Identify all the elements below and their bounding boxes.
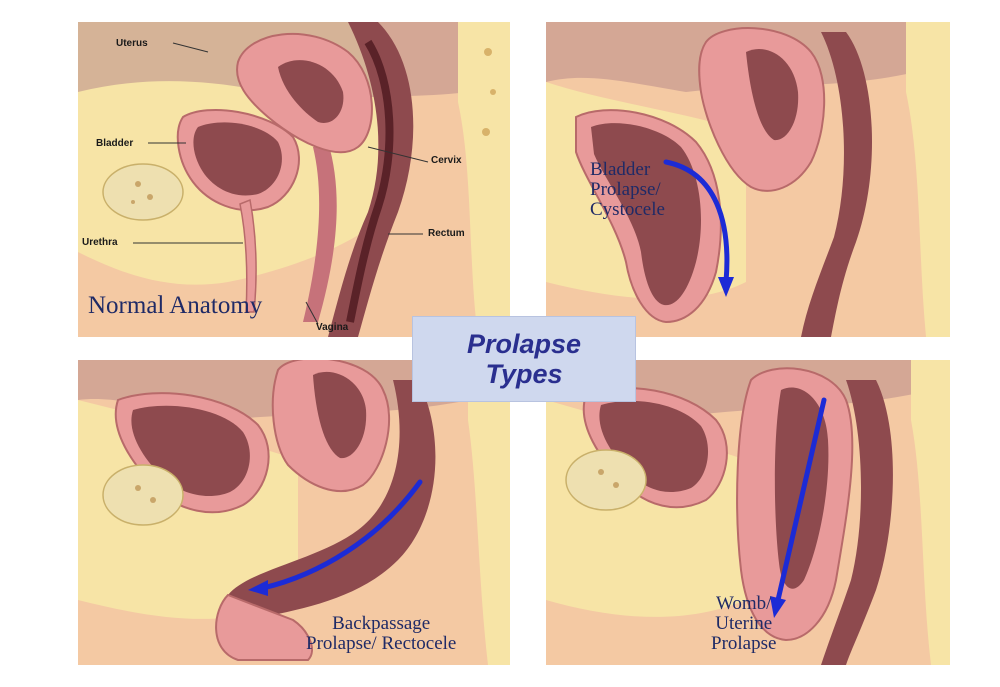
bladder-prolapse-caption-line-3: Cystocele [590,199,665,220]
womb-prolapse-caption-line-3: Prolapse [711,633,777,654]
backpassage-prolapse-caption: Backpassage Prolapse/ Rectocele [306,614,456,654]
normal-anatomy-caption: Normal Anatomy [88,292,263,319]
bladder-prolapse-illustration [546,22,950,337]
title-line-2: Types [485,359,563,389]
backpassage-prolapse-caption-line-1: Backpassage [332,613,431,634]
womb-prolapse-caption-line-2: Uterine [715,613,773,634]
cervix-label: Cervix [431,155,462,166]
womb-prolapse-caption: Womb/ Uterine Prolapse [711,594,776,654]
bladder-label: Bladder [96,138,134,149]
womb-prolapse-panel: Womb/ Uterine Prolapse [546,360,950,665]
rectum-label: Rectum [428,228,465,239]
uterus-label: Uterus [116,38,148,49]
backpassage-prolapse-illustration [78,360,510,665]
urethra-label: Urethra [82,237,118,248]
bladder-prolapse-panel: Bladder Prolapse/ Cystocele [546,22,950,337]
prolapse-types-title-box: Prolapse Types [412,316,636,402]
bladder-prolapse-caption-line-2: Prolapse/ [590,179,661,200]
bladder-prolapse-caption-line-1: Bladder [590,159,651,180]
bladder-prolapse-caption: Bladder Prolapse/ Cystocele [590,160,665,220]
womb-prolapse-caption-line-1: Womb/ [715,593,772,614]
womb-prolapse-illustration [546,360,950,665]
backpassage-prolapse-caption-line-2: Prolapse/ Rectocele [306,633,457,654]
vagina-label: Vagina [316,322,349,333]
title-line-1: Prolapse [466,329,582,359]
normal-anatomy-illustration [78,22,510,337]
normal-anatomy-panel: Uterus Bladder Cervix Urethra Rectum Vag… [78,22,510,337]
backpassage-prolapse-panel: Backpassage Prolapse/ Rectocele [78,360,510,665]
